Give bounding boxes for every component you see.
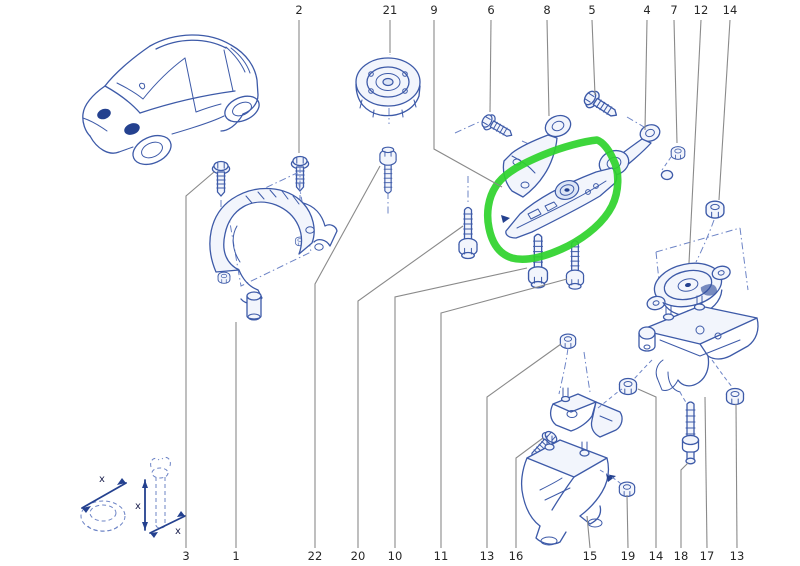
- nut-part-13: [559, 333, 577, 350]
- callout-labels: 2 21 9 6 8 5 4 7 12 14 3 1 22 20 10 11 13 16 15 19 14 18 17 13: [182, 3, 744, 563]
- part-torque-damper: [355, 40, 421, 214]
- leader-line-18: [680, 462, 689, 548]
- leader-line-22: [314, 165, 381, 548]
- leader-line-7: [673, 19, 678, 144]
- callout-13: 13: [730, 549, 745, 563]
- nut-part-13: [725, 387, 745, 406]
- leader-line-16: [515, 437, 544, 548]
- callout-3: 3: [182, 549, 189, 563]
- leader-line-19: [626, 494, 629, 549]
- callout-17: 17: [700, 549, 715, 563]
- callout-8: 8: [543, 3, 550, 17]
- leader-line-13: [735, 403, 738, 549]
- callout-1: 1: [232, 549, 239, 563]
- callout-2: 2: [295, 3, 302, 17]
- stud: [217, 271, 231, 284]
- bolt-part-3: [211, 160, 231, 197]
- leader-line-13: [486, 343, 562, 548]
- callout-5: 5: [588, 3, 595, 17]
- leader-line-14: [637, 388, 657, 548]
- part-gearbox-mount: [646, 200, 749, 322]
- leader-line-14: [718, 19, 731, 201]
- nut-part-14: [705, 200, 725, 219]
- callout-22: 22: [308, 549, 323, 563]
- leader-line-10: [394, 267, 528, 548]
- callout-12: 12: [694, 3, 709, 17]
- nut-part-14: [618, 377, 638, 396]
- callout-7: 7: [670, 3, 677, 17]
- callout-18: 18: [674, 549, 689, 563]
- callout-11: 11: [434, 549, 449, 563]
- leader-line-5: [591, 19, 596, 96]
- torque-mark: x: [99, 474, 105, 485]
- callout-14: 14: [723, 3, 738, 17]
- mount-location-marker: [97, 108, 111, 120]
- torque-mark: x: [175, 526, 181, 537]
- leader-line-12: [688, 19, 702, 264]
- bolt-lower: [458, 206, 478, 260]
- mount-location-marker: [124, 123, 140, 135]
- callout-20: 20: [351, 549, 366, 563]
- callout-10: 10: [388, 549, 403, 563]
- part-lower-bracket-assembly: [520, 333, 636, 546]
- legend-bolt-symbol: x x: [135, 456, 186, 538]
- leader-line-15: [586, 515, 591, 549]
- leader-line-8: [546, 19, 550, 117]
- callout-21: 21: [383, 3, 398, 17]
- leader-line-4: [644, 19, 648, 131]
- vehicle-illustration: [82, 34, 260, 166]
- highlight-loop: [483, 136, 622, 263]
- part-upper-torque-rod-assembly: [454, 87, 686, 198]
- callout-15: 15: [583, 549, 598, 563]
- bolt-part-6: [478, 111, 517, 143]
- leader-line-17: [704, 396, 708, 549]
- callout-4: 4: [643, 3, 650, 17]
- torque-legend: x x x: [80, 456, 186, 538]
- callout-14: 14: [649, 549, 664, 563]
- leader-line-6: [489, 19, 492, 113]
- leader-line-3: [185, 171, 215, 548]
- callout-9: 9: [430, 3, 437, 17]
- torque-mark: x: [135, 501, 141, 512]
- nut-part-19: [618, 481, 636, 498]
- legend-mount-symbol: x: [80, 474, 127, 532]
- leader-line-11: [440, 278, 568, 548]
- bolt-part-22: [379, 146, 397, 194]
- callout-13: 13: [480, 549, 495, 563]
- leader-line-20: [357, 225, 464, 548]
- callout-19: 19: [621, 549, 636, 563]
- nut-part-7: [670, 146, 686, 160]
- bolt-part-5: [580, 87, 623, 124]
- leader-line-9: [433, 20, 503, 188]
- callout-16: 16: [509, 549, 524, 563]
- callout-6: 6: [487, 3, 494, 17]
- part-gearbox-bracket: [618, 295, 759, 465]
- leader-lines: [185, 19, 738, 549]
- part-engine-mount: [209, 155, 338, 321]
- stud-part-18: [681, 401, 700, 465]
